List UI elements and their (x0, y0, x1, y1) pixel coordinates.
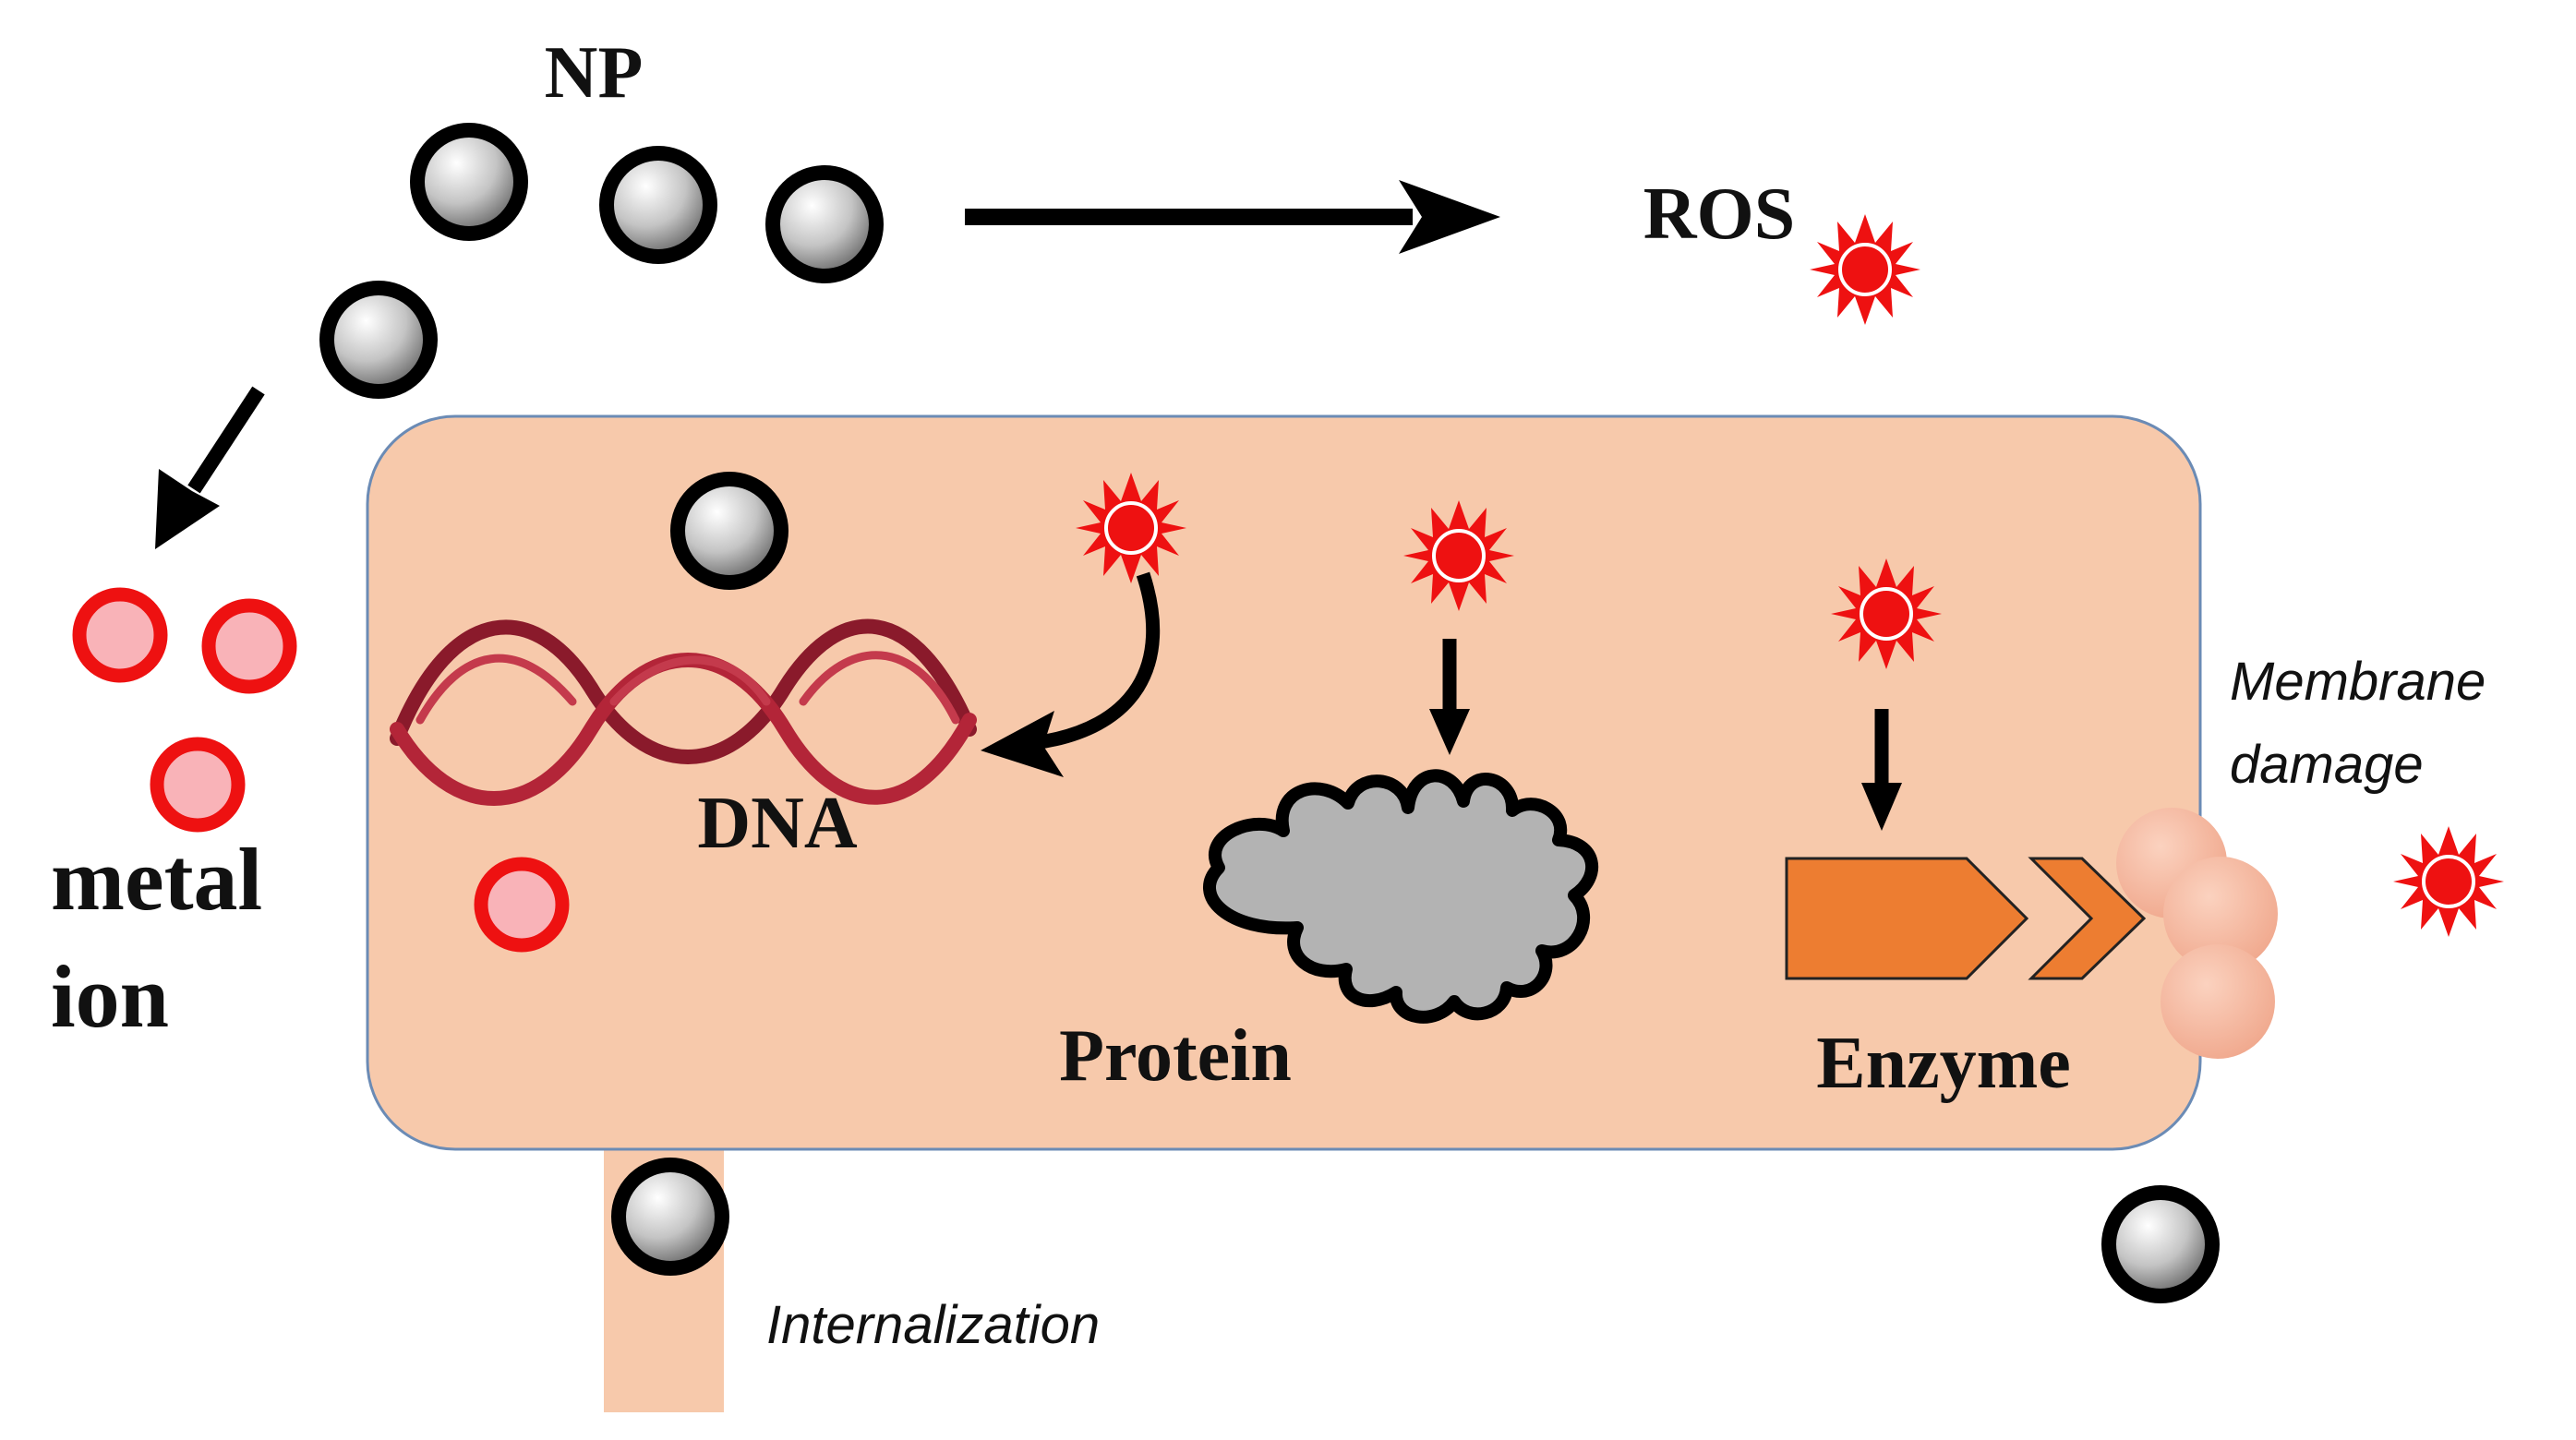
membrane-damage-bulges (2116, 808, 2278, 1059)
np-to-metal-ion-arrow (155, 386, 265, 549)
protein-label: Protein (1059, 1015, 1292, 1097)
nanoparticle-icon (619, 1165, 722, 1268)
np-label: NP (545, 32, 644, 114)
nanoparticle-icon (773, 173, 876, 276)
ros-to-dna-arrow (981, 571, 1161, 777)
metal-ion-icon (209, 606, 290, 687)
metal-ion-icon (481, 864, 562, 945)
nanoparticle-icon (2109, 1193, 2212, 1296)
ros-icon (1808, 212, 1922, 327)
enzyme-label: Enzyme (1816, 1023, 2071, 1104)
metal-ion-label-line2: ion (51, 947, 169, 1046)
cell-body (366, 414, 2202, 1151)
metal-ion-icon (79, 594, 161, 676)
internalization-label: Internalization (766, 1295, 1100, 1355)
np-to-ros-arrow (965, 180, 1500, 254)
dna-label: DNA (697, 783, 858, 864)
membrane-damage-label-line2: damage (2230, 735, 2424, 795)
metal-ion-label-line1: metal (51, 830, 262, 929)
membrane-damage-label-line1: Membrane (2230, 652, 2486, 712)
enzyme-chevron-icon (1785, 857, 2147, 980)
nanoparticle-icon (417, 130, 521, 234)
nanoparticle-icon (327, 288, 430, 391)
dna-helix-icon (390, 618, 977, 806)
ros-label: ROS (1643, 174, 1796, 255)
nanoparticle-icon (678, 479, 781, 582)
nanoparticle-icon (607, 153, 710, 257)
metal-ion-icon (157, 744, 238, 825)
ros-to-enzyme-arrow (1861, 709, 1902, 831)
protein-blob-icon (1203, 769, 1599, 1024)
ros-icon (2391, 824, 2506, 939)
ros-to-protein-arrow (1429, 639, 1470, 755)
